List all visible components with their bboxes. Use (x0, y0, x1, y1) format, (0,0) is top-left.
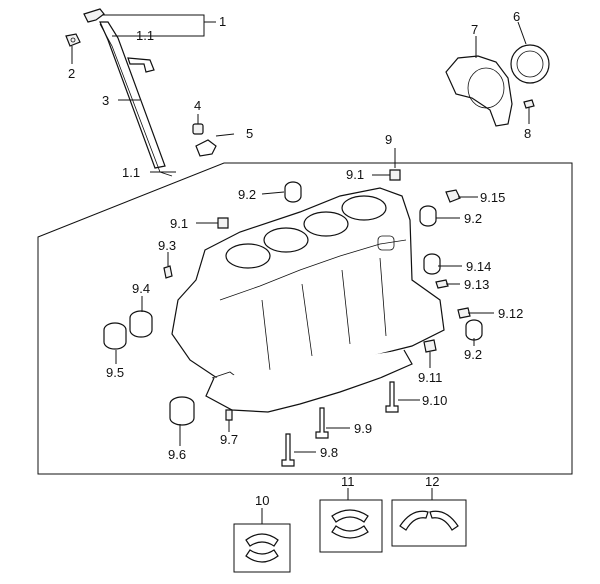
callout-10: 10 (255, 493, 269, 508)
callout-12: 12 (425, 474, 439, 489)
oil-seal-6-inner (516, 50, 544, 78)
callout-9-2-right: 9.2 (464, 211, 482, 226)
thrust-washer-12-left (399, 510, 429, 531)
assembly-frame (37, 162, 573, 475)
thrust-washer-12-right (429, 510, 459, 531)
bolt-9-8 (281, 433, 295, 467)
callout-1-1-bottom: 1.1 (122, 165, 140, 180)
thrust-washer-12-box (391, 499, 467, 547)
nut-9-11 (423, 339, 437, 353)
cup-plug-9-2-upper (284, 181, 302, 203)
dipstick-wire (99, 23, 173, 177)
block-skirt (219, 239, 407, 301)
callout-5: 5 (246, 126, 253, 141)
bushing-9-4 (129, 310, 153, 338)
callout-9-5: 9.5 (106, 365, 124, 380)
bolt-9-9 (315, 407, 329, 439)
callout-8: 8 (524, 126, 531, 141)
oil-seal-6 (510, 44, 550, 84)
plug-9-12 (457, 307, 471, 319)
plug-4 (192, 123, 204, 135)
bushing-9-6 (169, 396, 195, 426)
callout-9-2-left: 9.2 (238, 187, 256, 202)
callout-9-9: 9.9 (354, 421, 372, 436)
bearing-set-11-box (319, 499, 383, 553)
callout-4: 4 (194, 98, 201, 113)
callout-11: 11 (341, 474, 355, 489)
rear-seal-group (445, 44, 550, 127)
callout-7: 7 (471, 22, 478, 37)
bolt-9-10 (385, 381, 399, 413)
cylinder-block (171, 187, 445, 413)
pin-9-3 (163, 265, 173, 279)
seal-housing-7 (445, 55, 513, 127)
cup-plug-9-14 (423, 253, 441, 275)
callout-9-6: 9.6 (168, 447, 186, 462)
callout-9-2-lower: 9.2 (464, 347, 482, 362)
bore-1 (341, 195, 387, 221)
callout-9-13: 9.13 (464, 277, 489, 292)
callout-9-4: 9.4 (132, 281, 150, 296)
callout-9-3: 9.3 (158, 238, 176, 253)
dipstick-bracket (127, 57, 155, 73)
fitting-5 (195, 139, 217, 157)
bearing-shell-11-lower (331, 525, 369, 539)
block-outline (171, 187, 445, 399)
leader-lines (71, 14, 530, 524)
plug-9-1-left (217, 217, 229, 229)
callout-2: 2 (68, 66, 75, 81)
oil-pan-flange (205, 349, 413, 413)
dipstick-tube (99, 21, 166, 169)
callout-9-15: 9.15 (480, 190, 505, 205)
callout-9: 9 (385, 132, 392, 147)
callout-9-14: 9.14 (466, 259, 491, 274)
dipstick-handle (83, 8, 105, 23)
bore-4 (225, 243, 271, 269)
bearing-set-10-box (233, 523, 291, 573)
bearing-shell-10-lower (245, 549, 279, 563)
callout-9-1-left: 9.1 (170, 216, 188, 231)
callout-9-11: 9.11 (418, 370, 442, 385)
side-port (377, 235, 395, 251)
bore-3 (263, 227, 309, 253)
clip-2 (65, 33, 81, 47)
callout-1: 1 (219, 14, 226, 29)
bearing-shell-11-upper (331, 509, 369, 523)
plug-9-1-top (389, 169, 401, 181)
plug-9-15 (445, 189, 461, 203)
callout-9-8: 9.8 (320, 445, 338, 460)
callout-9-7: 9.7 (220, 432, 238, 447)
dipstick-assembly (65, 8, 173, 177)
bearing-shell-10-upper (245, 533, 279, 547)
pin-9-7 (225, 409, 233, 421)
cup-plug-9-2-right (419, 205, 437, 227)
callout-9-12: 9.12 (498, 306, 523, 321)
callout-3: 3 (102, 93, 109, 108)
cup-plug-9-2-lower (465, 319, 483, 341)
bushing-9-5 (103, 322, 127, 350)
callout-6: 6 (513, 9, 520, 24)
bore-2 (303, 211, 349, 237)
callout-1-1-top: 1.1 (136, 28, 154, 43)
pin-9-13 (435, 279, 449, 289)
clip-2-hole (70, 37, 76, 43)
callout-9-1-top: 9.1 (346, 167, 364, 182)
block-ribs (261, 257, 387, 371)
seal-housing-bore (467, 67, 505, 109)
bolt-8 (523, 99, 535, 109)
callout-9-10: 9.10 (422, 393, 447, 408)
